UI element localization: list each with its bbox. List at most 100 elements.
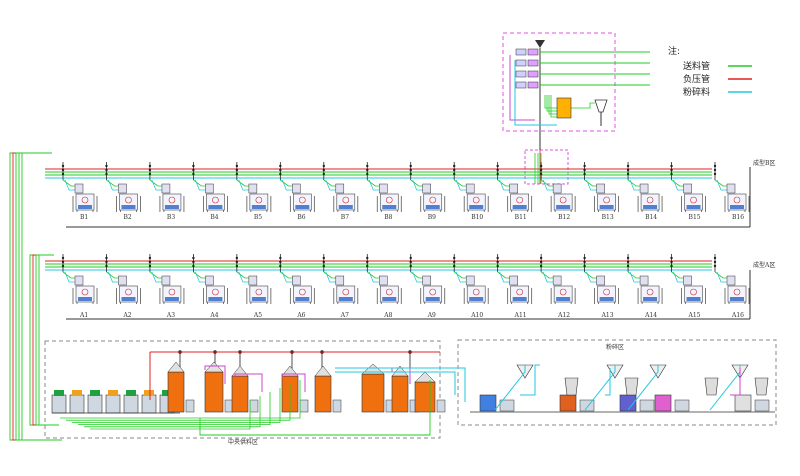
regrind-line (605, 368, 611, 396)
b-machine: B3 (148, 162, 185, 221)
machine-label: B10 (471, 214, 483, 221)
machine-label: A12 (557, 312, 570, 319)
hopper-loader (74, 183, 84, 194)
machine-label: A4 (209, 312, 218, 319)
machine-label: B2 (123, 214, 131, 221)
feed-pipe (548, 95, 557, 115)
feed-pipe (550, 95, 557, 118)
b-machine: B8 (366, 162, 402, 221)
purple-line (730, 368, 741, 396)
a-machine: A4 (192, 254, 228, 319)
machine-panel (686, 297, 701, 301)
machine-panel (251, 205, 266, 209)
a-machine: A5 (235, 254, 272, 319)
crusher-bin (734, 394, 752, 412)
a-machine: A7 (322, 254, 359, 319)
machine-label: B9 (428, 214, 436, 221)
hopper-loader (422, 183, 431, 194)
legend-label-regrind: 粉碎料 (683, 86, 710, 98)
b-machine: B12 (539, 162, 576, 221)
dryer-cap (204, 361, 224, 373)
machine-label: A15 (688, 312, 701, 319)
zone-a: 成型A区 (66, 261, 775, 320)
machine-label: A6 (296, 312, 305, 319)
crusher-motor (674, 399, 690, 412)
hopper-loader (292, 275, 301, 286)
machine-gauge (342, 288, 350, 296)
dryer-hopper (126, 390, 136, 396)
machine-panel (599, 205, 614, 209)
crusher-bin (654, 394, 672, 412)
hopper-loader (465, 275, 475, 286)
machine-gauge (646, 196, 654, 204)
machine-gauge (168, 288, 176, 296)
dryer-unit (69, 394, 85, 414)
machine-gauge (603, 288, 610, 296)
b-machine: B2 (105, 162, 141, 221)
regrind-line (335, 371, 456, 395)
purple-loop (281, 373, 306, 392)
crusher-motor (499, 399, 515, 412)
machine-label: B6 (297, 214, 305, 221)
b-machine: B9 (409, 162, 446, 221)
hopper-loader (161, 275, 171, 286)
machine-panel (208, 205, 223, 209)
a-riser (38, 254, 59, 426)
hopper-loader (509, 275, 518, 286)
machine-panel (512, 205, 527, 209)
machine-panel (208, 297, 223, 301)
central-feed-loop (84, 396, 261, 428)
top-station (502, 32, 650, 135)
machine-label: A14 (644, 312, 657, 319)
machine-label: A3 (166, 312, 175, 319)
machine-gauge (516, 196, 523, 204)
hopper-loader (552, 275, 562, 286)
crusher-unit (564, 377, 579, 396)
dryer-hopper (162, 390, 172, 396)
machine-gauge (125, 288, 132, 296)
machine-gauge (429, 288, 437, 296)
hopper-loader (726, 275, 736, 286)
machine-gauge (472, 196, 480, 204)
machine-panel (469, 297, 484, 301)
central-dryer (231, 375, 249, 413)
machine-panel (643, 205, 658, 209)
legend-label-feed: 送料管 (683, 60, 710, 72)
regrind-pipe (509, 55, 535, 121)
machine-gauge (255, 196, 263, 204)
dryer-unit (87, 394, 103, 414)
b-machine: B4 (192, 162, 228, 221)
machine-label: B3 (167, 214, 175, 221)
machine-gauge (81, 288, 89, 296)
machine-gauge (299, 288, 306, 296)
hopper-loader (74, 275, 84, 286)
machine-label: A2 (122, 312, 131, 319)
machine-label: B12 (558, 214, 570, 221)
machine-panel (730, 297, 744, 301)
hopper-loader (726, 183, 736, 194)
machine-gauge (342, 196, 350, 204)
machine-label: A9 (427, 312, 436, 319)
machine-gauge (690, 288, 697, 296)
machine-panel (78, 205, 92, 209)
central-dryer (414, 381, 436, 413)
main-riser (21, 152, 62, 441)
machine-label: A10 (470, 312, 483, 319)
junction-box (524, 149, 569, 185)
machine-gauge (472, 288, 480, 296)
crusher-motor (579, 399, 595, 412)
central-dryer (204, 371, 224, 413)
machine-gauge (603, 196, 610, 204)
dryer-blower (299, 399, 309, 413)
machine-label: B15 (689, 214, 701, 221)
machine-panel (295, 297, 310, 301)
machine-label: B7 (341, 214, 349, 221)
hopper-loader (683, 183, 692, 194)
machine-label: A7 (340, 312, 349, 319)
dryer-hopper (144, 390, 154, 396)
machine-label: B8 (384, 214, 392, 221)
machine-gauge (516, 288, 523, 296)
dryer-blower (185, 399, 195, 413)
conveyor (627, 365, 659, 411)
